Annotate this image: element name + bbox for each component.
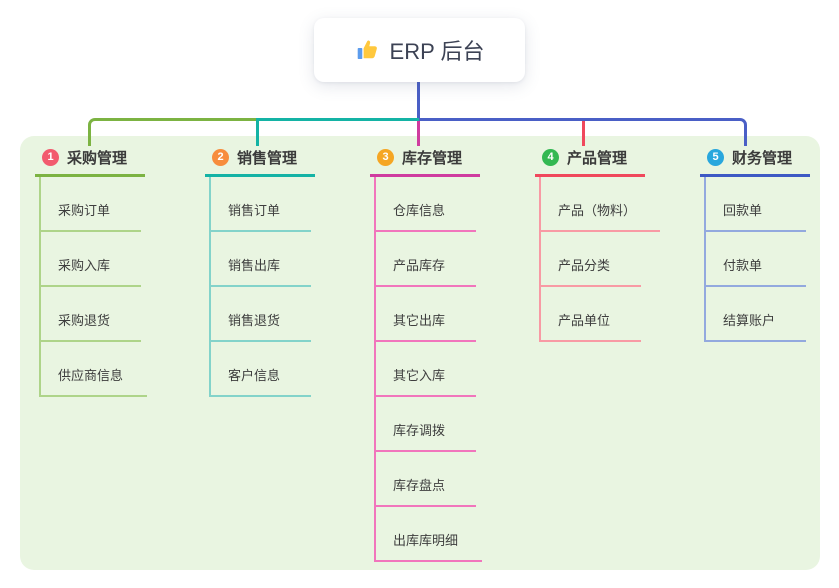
branch-采购管理: 1 采购管理 采购订单采购入库采购退货供应商信息 — [35, 145, 148, 397]
branch-number-badge: 3 — [377, 148, 394, 166]
child-item[interactable]: 产品分类 — [541, 232, 641, 287]
child-item[interactable]: 出库库明细 — [376, 507, 483, 562]
branch-5-connector-line — [419, 118, 747, 146]
branch-children: 销售订单销售出库销售退货客户信息 — [209, 177, 311, 397]
branch-children: 采购订单采购入库采购退货供应商信息 — [39, 177, 148, 397]
branch-3-connector-line — [417, 121, 420, 146]
child-item[interactable]: 销售出库 — [211, 232, 311, 287]
branch-label: 采购管理 — [67, 149, 128, 167]
branch-销售管理: 2 销售管理 销售订单销售出库销售退货客户信息 — [205, 145, 315, 397]
branch-number-badge: 1 — [42, 148, 59, 166]
child-item[interactable]: 客户信息 — [211, 342, 311, 397]
branch-label: 库存管理 — [402, 149, 463, 167]
child-item[interactable]: 库存调拨 — [376, 397, 476, 452]
branch-children: 回款单付款单结算账户 — [704, 177, 806, 342]
child-item[interactable]: 产品（物料） — [541, 177, 661, 232]
child-item[interactable]: 付款单 — [706, 232, 806, 287]
child-item[interactable]: 采购订单 — [41, 177, 141, 232]
branch-number-badge: 2 — [212, 148, 229, 166]
branch-children: 仓库信息产品库存其它出库其它入库库存调拨库存盘点出库库明细 — [374, 177, 483, 562]
child-item[interactable]: 采购入库 — [41, 232, 141, 287]
branch-number-badge: 5 — [707, 148, 724, 166]
child-item[interactable]: 产品库存 — [376, 232, 476, 287]
child-item[interactable]: 销售退货 — [211, 287, 311, 342]
branches-panel — [20, 136, 820, 570]
child-item[interactable]: 产品单位 — [541, 287, 641, 342]
root-label: ERP 后台 — [389, 39, 485, 64]
child-item[interactable]: 采购退货 — [41, 287, 141, 342]
branch-产品管理: 4 产品管理 产品（物料）产品分类产品单位 — [535, 145, 661, 342]
child-item[interactable]: 回款单 — [706, 177, 806, 232]
root-connector-line — [417, 82, 420, 119]
branch-number-badge: 4 — [542, 148, 559, 166]
child-item[interactable]: 销售订单 — [211, 177, 311, 232]
branch-header[interactable]: 5 财务管理 — [700, 145, 810, 177]
branch-2-connector-line — [256, 118, 419, 146]
child-item[interactable]: 库存盘点 — [376, 452, 476, 507]
child-item[interactable]: 其它入库 — [376, 342, 476, 397]
child-item[interactable]: 结算账户 — [706, 287, 806, 342]
root-node[interactable]: ERP 后台 — [314, 18, 525, 82]
branch-label: 产品管理 — [567, 149, 628, 167]
branch-header[interactable]: 2 销售管理 — [205, 145, 315, 177]
child-item[interactable]: 供应商信息 — [41, 342, 148, 397]
branch-header[interactable]: 1 采购管理 — [35, 145, 145, 177]
thumbs-up-icon — [355, 38, 379, 62]
branch-header[interactable]: 4 产品管理 — [535, 145, 645, 177]
branch-库存管理: 3 库存管理 仓库信息产品库存其它出库其它入库库存调拨库存盘点出库库明细 — [370, 145, 483, 562]
branch-label: 财务管理 — [732, 149, 793, 167]
branch-4-connector-line — [582, 121, 585, 146]
branch-header[interactable]: 3 库存管理 — [370, 145, 480, 177]
branch-1-connector-line — [88, 118, 256, 146]
branch-label: 销售管理 — [237, 149, 298, 167]
child-item[interactable]: 其它出库 — [376, 287, 476, 342]
child-item[interactable]: 仓库信息 — [376, 177, 476, 232]
branch-children: 产品（物料）产品分类产品单位 — [539, 177, 661, 342]
branch-财务管理: 5 财务管理 回款单付款单结算账户 — [700, 145, 810, 342]
